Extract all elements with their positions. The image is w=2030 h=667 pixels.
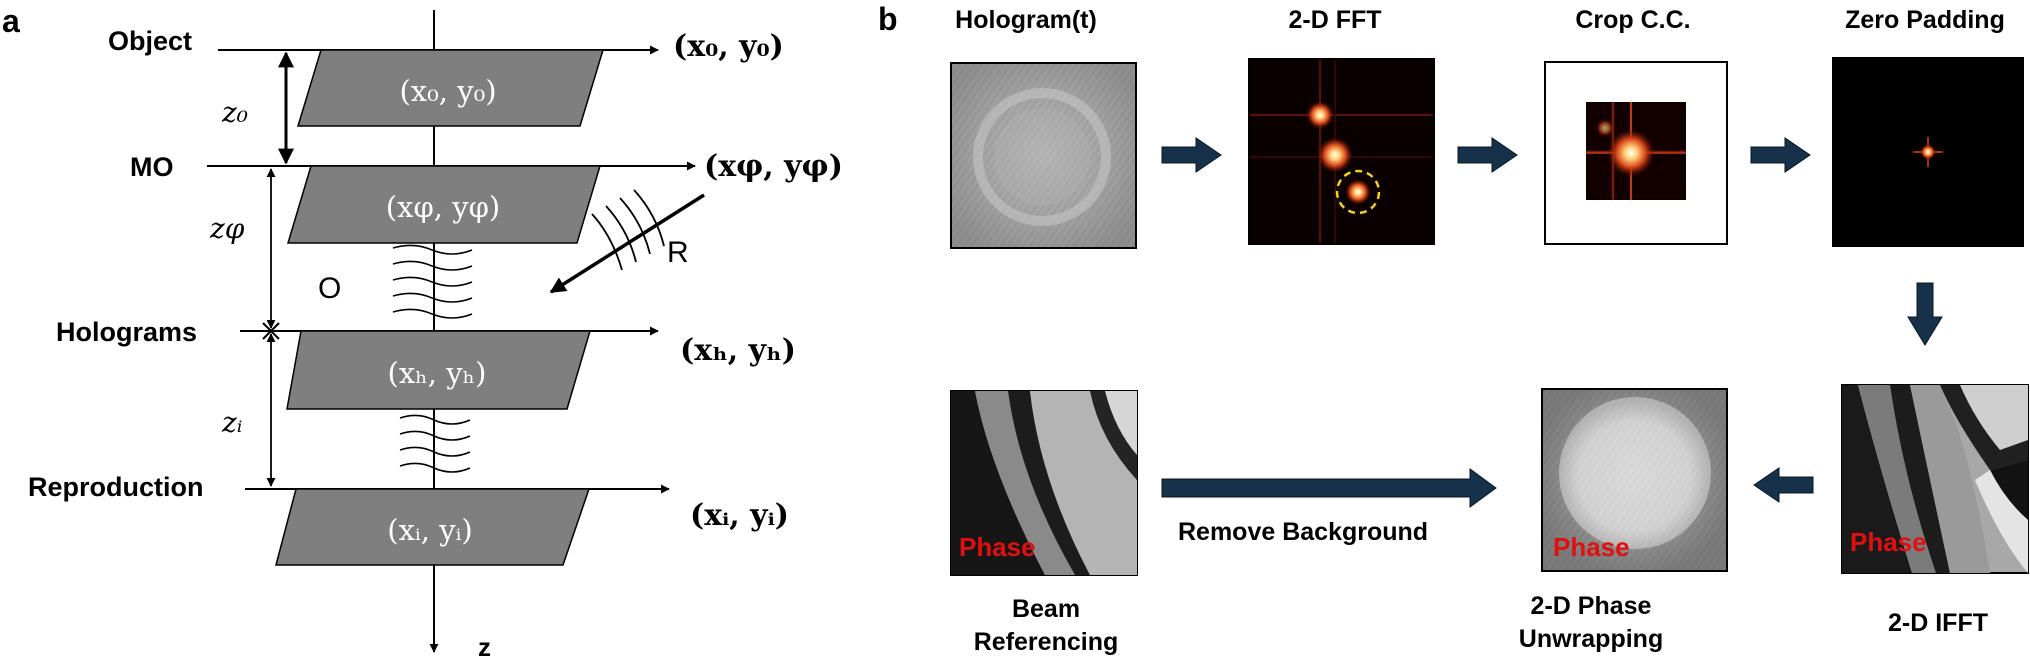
beamref-image: Phase bbox=[950, 390, 1138, 576]
beamref-phase-label: Phase bbox=[959, 532, 1036, 562]
crop-image bbox=[1544, 61, 1728, 245]
panel-a-label: a bbox=[2, 3, 20, 39]
object-plane-coord: (x₀, y₀) bbox=[399, 74, 496, 108]
reproduction-axis-label: (xᵢ, yᵢ) bbox=[690, 498, 789, 533]
unwrapTitle-line-1: 2-D Phase bbox=[1531, 592, 1652, 620]
panel-b-label: b bbox=[878, 1, 898, 37]
holograms-label: Holograms bbox=[56, 317, 197, 347]
object-axis-label: (x₀, y₀) bbox=[673, 29, 784, 64]
reference-wave-fronts bbox=[591, 189, 665, 271]
object-plane bbox=[296, 49, 605, 127]
hologram-plane-coord: (xₕ, yₕ) bbox=[388, 356, 487, 390]
zeropad-image bbox=[1832, 57, 2024, 247]
unwrapTitle-line-2: Unwrapping bbox=[1519, 625, 1663, 653]
z0-label: z₀ bbox=[221, 96, 248, 129]
mo-plane bbox=[286, 165, 602, 244]
reference-wave-label: R bbox=[667, 236, 689, 269]
hologram-plane bbox=[286, 330, 592, 410]
z-axis-label: z bbox=[478, 632, 491, 662]
remove-background-label: Remove Background bbox=[1178, 518, 1428, 546]
reproduction-plane-coord: (xᵢ, yᵢ) bbox=[387, 513, 472, 547]
crop-title: Crop C.C. bbox=[1575, 6, 1690, 34]
object-label: Object bbox=[108, 26, 192, 56]
fft-title: 2-D FFT bbox=[1288, 6, 1381, 34]
mo-label: MO bbox=[130, 152, 174, 182]
arrow-ifft-to-unwrap bbox=[1753, 467, 1814, 503]
zi-label: zᵢ bbox=[221, 406, 242, 439]
reference-wave-arrow bbox=[549, 193, 705, 294]
flow-arrows bbox=[1161, 137, 1943, 508]
panel-b: b Hologram(t) 2-D FFT Crop C.C. Zero Pad… bbox=[878, 1, 2029, 656]
object-wave-fronts bbox=[392, 244, 473, 473]
unwrap-image: Phase bbox=[1541, 388, 1728, 572]
arrow-crop-to-zeropad bbox=[1750, 137, 1811, 173]
ifft-image: Phase bbox=[1841, 384, 2029, 574]
reproduction-label: Reproduction bbox=[28, 472, 204, 502]
arrow-remove-background bbox=[1161, 468, 1497, 508]
holograms-tick-2 bbox=[262, 322, 280, 340]
holograms-axis-label: (xₕ, yₕ) bbox=[680, 333, 796, 368]
beamTitle-line-1: Beam bbox=[1012, 595, 1080, 623]
ifft-title: 2-D IFFT bbox=[1888, 609, 1988, 637]
fft-image bbox=[1248, 58, 1435, 245]
unwrap-phase-label: Phase bbox=[1553, 532, 1630, 562]
hologram-image bbox=[950, 62, 1137, 249]
beamTitle-line-2: Referencing bbox=[974, 628, 1118, 656]
panel-a: a z (x₀, y₀) (xφ, yφ) (xₕ, yₕ) (xᵢ, yᵢ) … bbox=[2, 3, 843, 662]
hologram-title: Hologram(t) bbox=[955, 6, 1097, 34]
object-wave-label: O bbox=[318, 272, 341, 305]
mo-axis-label: (xφ, yφ) bbox=[704, 149, 843, 184]
ifft-phase-label: Phase bbox=[1850, 527, 1927, 557]
mo-plane-coord: (xφ, yφ) bbox=[386, 190, 500, 224]
arrow-fft-to-crop bbox=[1457, 137, 1518, 173]
zphi-label: zφ bbox=[209, 212, 245, 245]
arrow-hologram-to-fft bbox=[1161, 137, 1222, 173]
arrow-zeropad-to-ifft bbox=[1907, 282, 1943, 346]
reproduction-plane bbox=[275, 488, 591, 566]
zeropad-title: Zero Padding bbox=[1845, 6, 2005, 34]
